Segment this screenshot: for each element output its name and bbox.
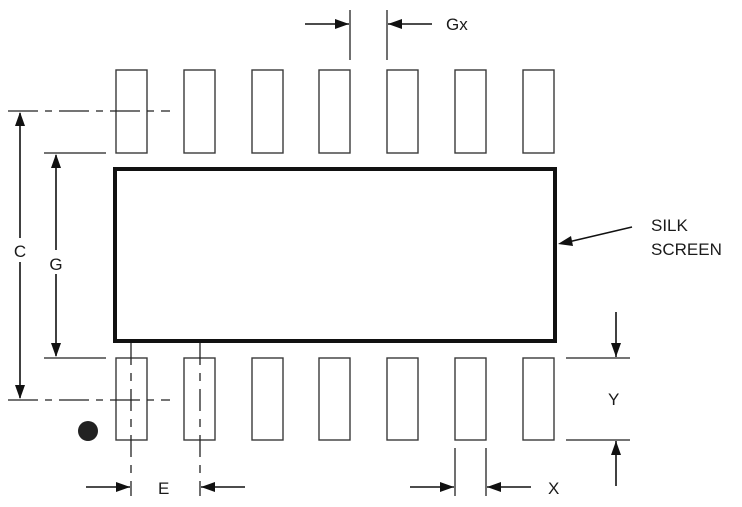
bottom-pad-4 [318, 357, 351, 441]
g-label: G [49, 255, 62, 274]
top-pad-5 [386, 69, 419, 154]
silk-screen-outline [113, 167, 557, 343]
e-label: E [158, 479, 169, 498]
bottom-pad-6 [454, 357, 487, 441]
e-dimension: E [86, 343, 245, 498]
gx-label: Gx [446, 15, 468, 34]
pin1-marker-dot [78, 421, 98, 441]
top-pad-2 [183, 69, 216, 154]
bottom-pad-3 [251, 357, 284, 441]
c-label: C [14, 242, 26, 261]
bottom-pad-7 [522, 357, 555, 441]
c-dimension: C [6, 112, 34, 399]
top-pad-row [115, 69, 555, 154]
bottom-pad-5 [386, 357, 419, 441]
silk-label-line1: SILK [651, 216, 689, 235]
g-dimension: G [42, 154, 70, 357]
gx-dimension: Gx [305, 10, 468, 60]
top-pad-4 [318, 69, 351, 154]
x-dimension: X [410, 448, 559, 498]
bottom-pad-row [115, 357, 555, 441]
top-pad-3 [251, 69, 284, 154]
x-label: X [548, 479, 559, 498]
y-dimension: Y [566, 312, 630, 486]
silk-label-line2: SCREEN [651, 240, 722, 259]
top-pad-7 [522, 69, 555, 154]
silk-screen-callout: SILK SCREEN [558, 216, 722, 259]
y-label: Y [608, 390, 619, 409]
top-pad-6 [454, 69, 487, 154]
